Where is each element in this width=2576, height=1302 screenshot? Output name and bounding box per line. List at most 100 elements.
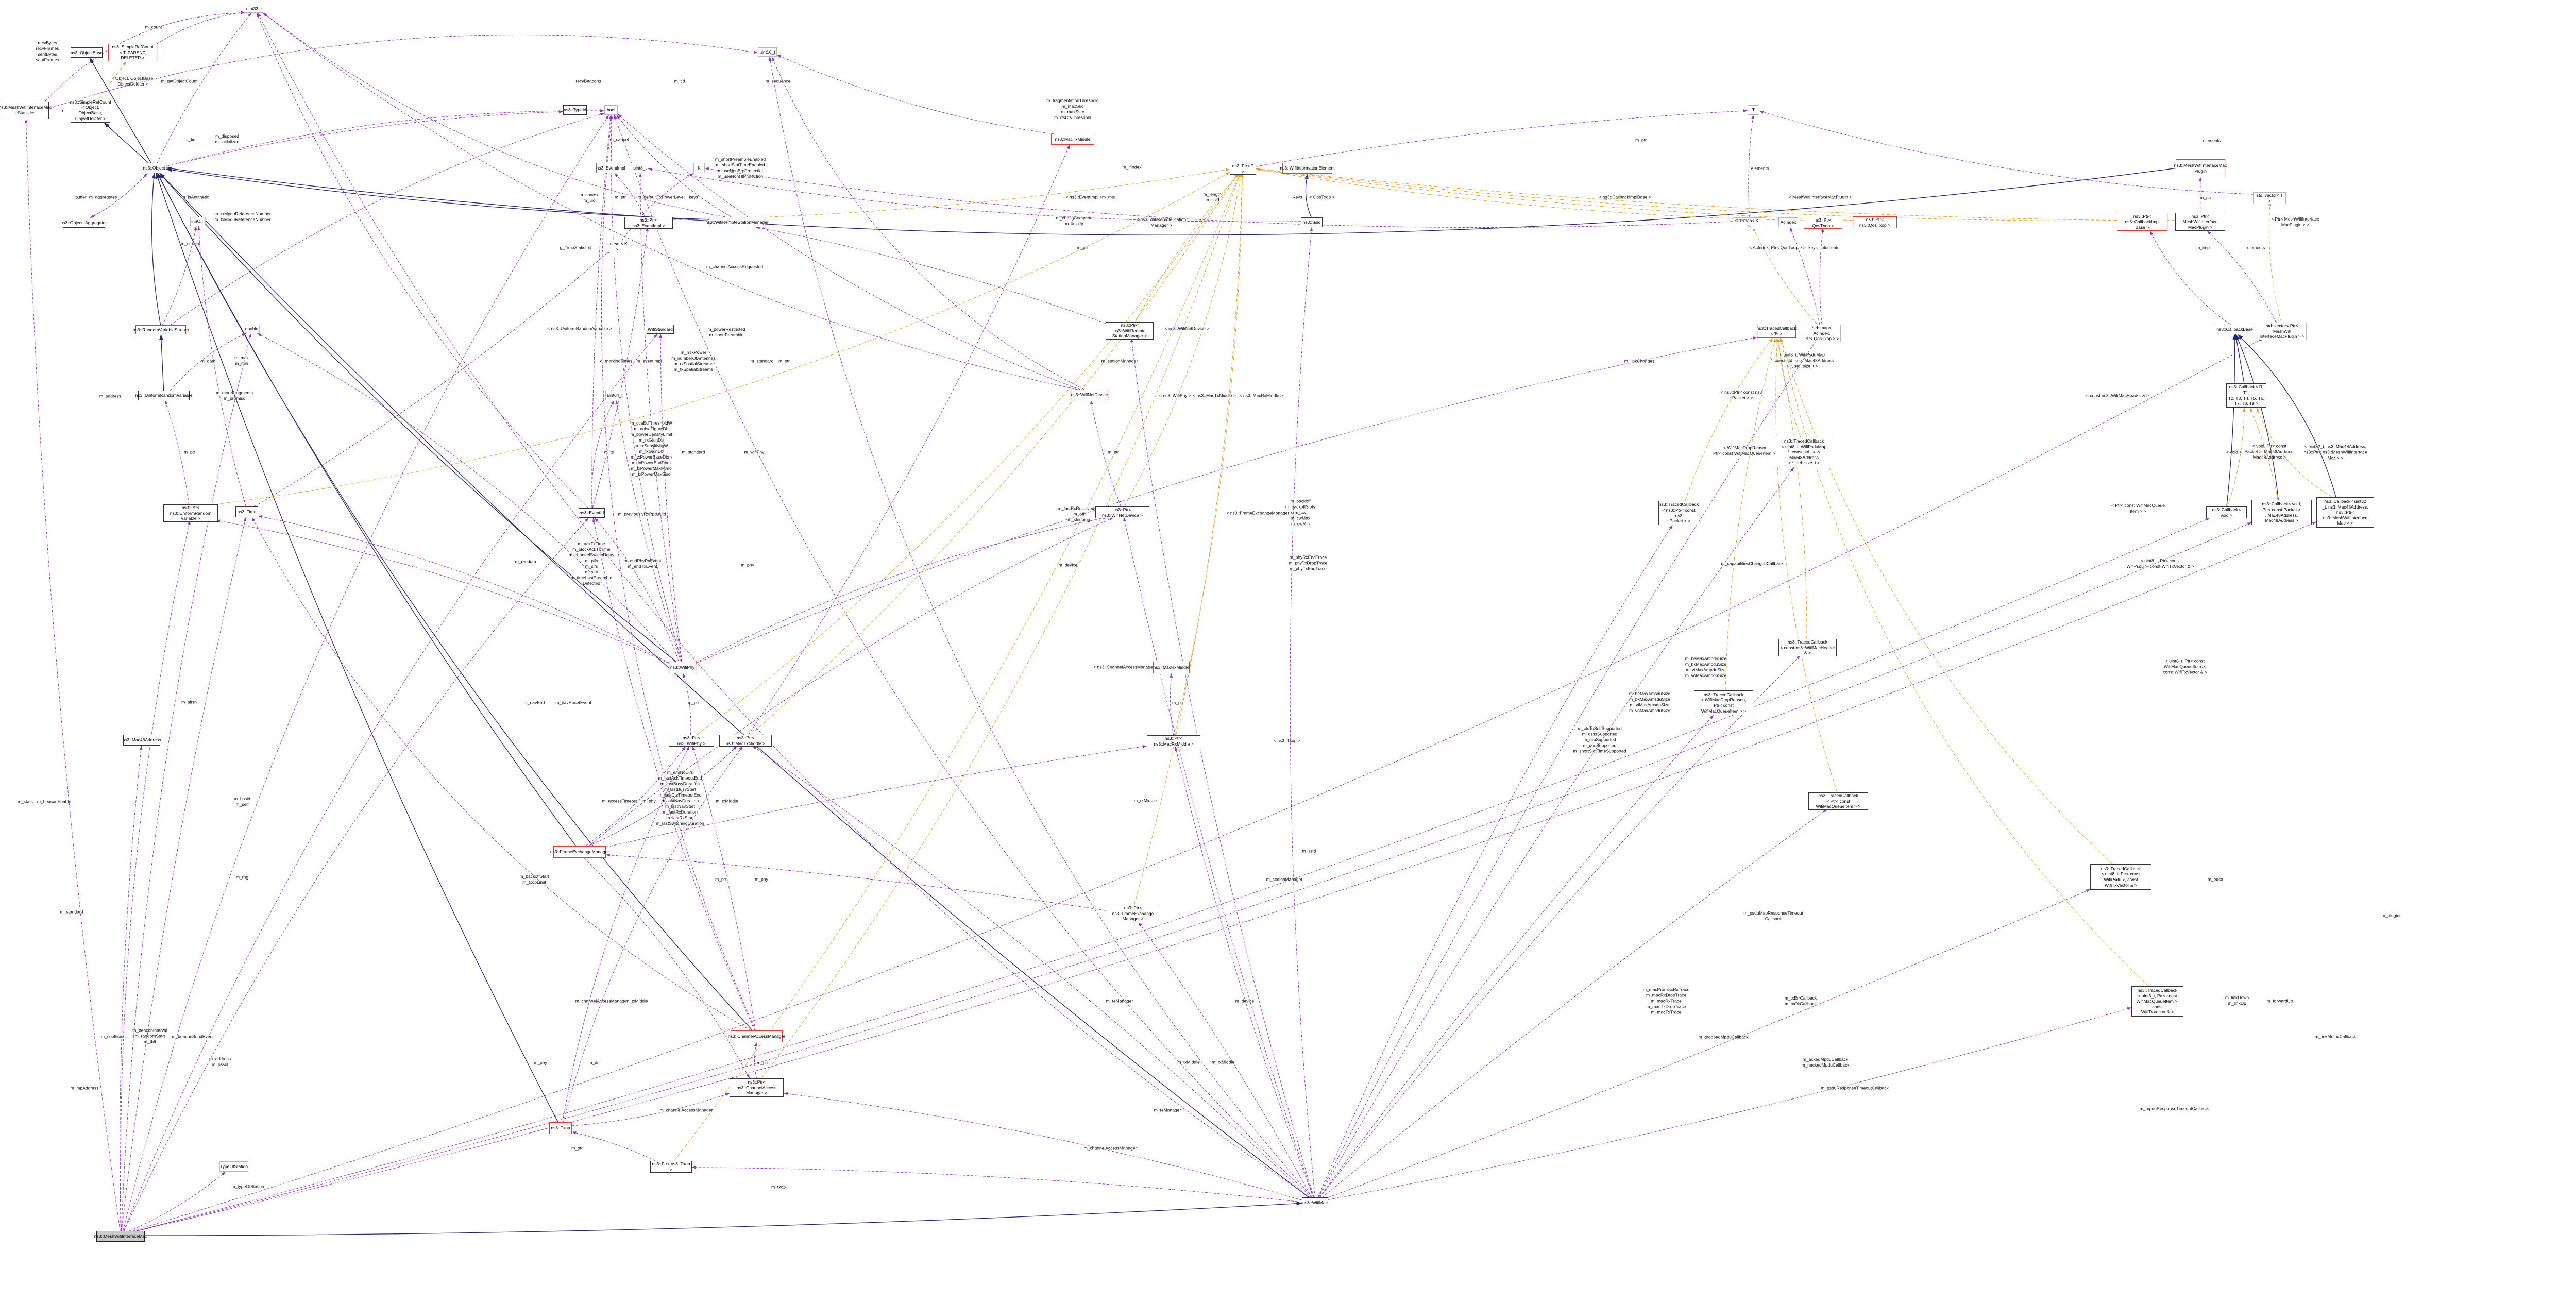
edge-label: m_random — [515, 559, 536, 564]
class-node-n61[interactable]: ns3::TracedCallback < const ns3::WifiMac… — [1778, 639, 1837, 656]
class-node-n33[interactable]: ns3::RandomVariableStream — [133, 325, 189, 334]
class-node-n62[interactable]: ns3::TracedCallback < uint8_t, Ptr< cons… — [2090, 864, 2151, 890]
class-node-n5[interactable]: ns3::SimpleRefCount < Object, ObjectBase… — [70, 98, 111, 123]
edge-m-n40-n11 — [617, 113, 1081, 390]
edge-label: m_ptr — [715, 876, 726, 882]
edge-t-n27-n19 — [1256, 167, 2117, 221]
class-node-n7[interactable]: ns3::Object::Aggregates — [60, 218, 108, 228]
class-node-n28[interactable]: ns3::MeshWifiInterfaceMac Plugin — [2174, 159, 2227, 177]
edge-t-n26-n19 — [1256, 168, 1853, 221]
edge-m-n57-n53 — [1170, 673, 1174, 736]
edge-label: m_dcf — [588, 1060, 601, 1066]
edge-m-n70-n37 — [1318, 337, 1818, 1198]
edge-m-n18-n9 — [776, 54, 1054, 134]
edge-m-n6-n10 — [166, 110, 564, 167]
edge-label: m_shortPreambleEnabled m_shortSlotTimeEn… — [715, 156, 766, 179]
class-node-n15[interactable]: ns3::Ptr< ns3::EventImpl > — [624, 217, 673, 229]
class-node-n6[interactable]: ns3::Object — [142, 163, 166, 173]
edge-label: m_channelAccessRequested — [706, 264, 764, 269]
class-node-n3[interactable]: ns3::SimpleRefCount < T, PARENT, DELETER… — [108, 44, 157, 61]
edge-m-n52-n36 — [696, 336, 1757, 664]
class-node-n26[interactable]: ns3::Ptr< ns3::QosTxop > — [1853, 216, 1897, 229]
edge-m-n70-n1 — [257, 12, 1311, 1198]
class-node-n60[interactable]: ns3::FrameExchangeManager — [550, 846, 609, 858]
edge-i-n33-n6 — [151, 173, 161, 326]
class-node-n19[interactable]: ns3::Ptr< T > — [1230, 163, 1256, 175]
edge-label: m_forwardUp — [2266, 998, 2293, 1004]
edge-i-n70-n6 — [159, 173, 1310, 1198]
edge-label: m_count — [145, 24, 162, 30]
class-node-n32[interactable]: ns3::CallbackBase — [2216, 325, 2253, 334]
class-node-n48[interactable]: ns3::TracedCallback < ns3::Ptr< const ns… — [1658, 501, 1699, 525]
edge-label: m_stats — [18, 799, 33, 804]
edge-m-n65-n64 — [754, 1042, 757, 1079]
edge-label: m_channelAccessManager — [575, 998, 629, 1004]
edge-i-n6-n2 — [89, 57, 151, 163]
class-node-n51[interactable]: ns3::Callback< uint32 _t, ns3::Mac48Addr… — [2316, 497, 2374, 528]
class-node-n12[interactable]: ns3::EventImpl — [596, 163, 625, 173]
edge-label: g_markingTimes — [600, 358, 633, 364]
edge-label: m_ifIndex — [1122, 164, 1142, 170]
class-node-n10[interactable]: ns3::TypeId — [563, 105, 587, 115]
edge-label: m_wifiPhy — [744, 449, 765, 455]
class-node-n69[interactable]: ns3::TracedCallback < uint8_t, Ptr< cons… — [2131, 986, 2183, 1017]
class-node-n25[interactable]: ns3::Ptr< QosTxop > — [1804, 217, 1842, 229]
edge-label: m_standard — [682, 449, 705, 455]
edge-label: m_stationManager — [1266, 876, 1303, 882]
edge-m-n37-n24 — [1789, 227, 1820, 325]
class-node-n4[interactable]: ns3::MeshWifiInterfaceMac ::Statistics — [0, 102, 52, 119]
edge-m-n44-n38 — [164, 400, 189, 505]
class-node-n65[interactable]: ns3::Ptr< ns3::ChannelAccess Manager > — [730, 1078, 784, 1097]
class-node-n58[interactable]: ns3::TracedCallback < WifiMacDropReason,… — [1694, 690, 1753, 715]
class-node-n54[interactable]: ns3::Mac48Address — [122, 735, 161, 746]
edge-label: elements — [2247, 245, 2265, 250]
class-node-n27[interactable]: ns3::Ptr< ns3::CallbackImpl Base > — [2117, 213, 2167, 231]
edge-i-n71-n70 — [144, 1201, 1302, 1236]
class-node-n47[interactable]: ns3::Ptr< ns3::WifiNetDevice > — [1095, 506, 1149, 519]
class-node-n20[interactable]: ns3::WifiInformationElement — [1280, 163, 1335, 174]
class-node-n70[interactable]: ns3::WifiMac — [1302, 1197, 1328, 1208]
class-node-n52[interactable]: ns3::WifiPhy — [669, 662, 696, 673]
class-node-n49[interactable]: ns3::Callback< void > — [2206, 506, 2247, 519]
edge-label: m_tid — [184, 137, 196, 142]
class-node-n41[interactable]: ns3::Ptr< ns3::WifiRemote StationManager… — [1106, 322, 1154, 340]
edge-m-n17-n14 — [621, 173, 694, 241]
class-node-n43[interactable]: ns3::TracedCallback < uint8_t, WifiPsduM… — [1775, 437, 1833, 467]
class-node-n35[interactable]: WifiStandard — [647, 325, 674, 334]
class-node-n57[interactable]: ns3::Ptr< ns3::MacRxMiddle > — [1147, 735, 1200, 748]
class-node-n56[interactable]: ns3::Ptr< ns3::MacTxMiddle > — [719, 735, 772, 747]
class-node-n42[interactable]: ns3::Callback< R, T1, T2, T3, T4, T5, T6… — [2226, 383, 2266, 408]
edge-label: m_bssid m_self — [234, 796, 250, 807]
edge-label: m_stationManager — [1101, 358, 1138, 364]
class-node-n38[interactable]: ns3::UniformRandomVariable — [135, 391, 192, 400]
edge-label: m_phy — [755, 876, 768, 882]
edge-label: m_endPhyRxEvent m_endTxEvent — [623, 557, 662, 569]
class-node-n50[interactable]: ns3::Callback< void, Ptr< const Packet >… — [2251, 500, 2312, 525]
edge-m-n71-n50 — [137, 522, 2252, 1231]
edge-m-n41-n16 — [755, 226, 1106, 324]
class-node-n46[interactable]: ns3::EventId — [579, 508, 605, 518]
class-node-n40[interactable]: ns3::WifiNetDevice — [1071, 390, 1108, 400]
class-node-n18[interactable]: ns3::MacTxMiddle — [1051, 134, 1094, 145]
class-node-n21[interactable]: ns3::Ssid — [1301, 217, 1323, 227]
class-node-n67[interactable]: ns3::Ptr< ns3::Txop > — [650, 1161, 692, 1173]
class-node-n36[interactable]: ns3::TracedCallback < Ts > — [1756, 325, 1797, 338]
class-node-n2[interactable]: ns3::ObjectBase — [71, 47, 103, 58]
class-node-n29[interactable]: ns3::Ptr< MeshWifiInterface MacPlugin > — [2175, 213, 2225, 231]
edge-label: m_standard — [750, 358, 774, 364]
class-node-n71[interactable]: ns3::MeshWifiInterfaceMac — [94, 1231, 147, 1242]
class-node-n17: std::set< K > — [604, 241, 630, 253]
edge-m-n70-n65 — [783, 1092, 1302, 1200]
class-node-n16[interactable]: ns3::WifiRemoteStationManager — [705, 217, 769, 227]
class-node-n45[interactable]: ns3::Time — [235, 506, 258, 517]
class-node-n53[interactable]: ns3::MacRxMiddle — [1153, 662, 1190, 673]
class-node-n66[interactable]: ns3::Txop — [549, 1122, 572, 1134]
class-node-n63[interactable]: ns3::Ptr< ns3::FrameExchange Manager > — [1106, 905, 1160, 922]
class-node-n59[interactable]: ns3::TracedCallback < Ptr< const WifiMac… — [1808, 792, 1868, 810]
edge-label: m_linkChanges — [1624, 358, 1655, 364]
class-node-n44[interactable]: ns3::Ptr< ns3::UniformRandom Variable > — [163, 504, 218, 522]
edge-t-n25-n19 — [1256, 168, 1804, 221]
class-node-n55[interactable]: ns3::Ptr< ns3::WifiPhy > — [669, 735, 714, 747]
class-node-n64[interactable]: ns3::ChannelAccessManager — [728, 1030, 785, 1042]
